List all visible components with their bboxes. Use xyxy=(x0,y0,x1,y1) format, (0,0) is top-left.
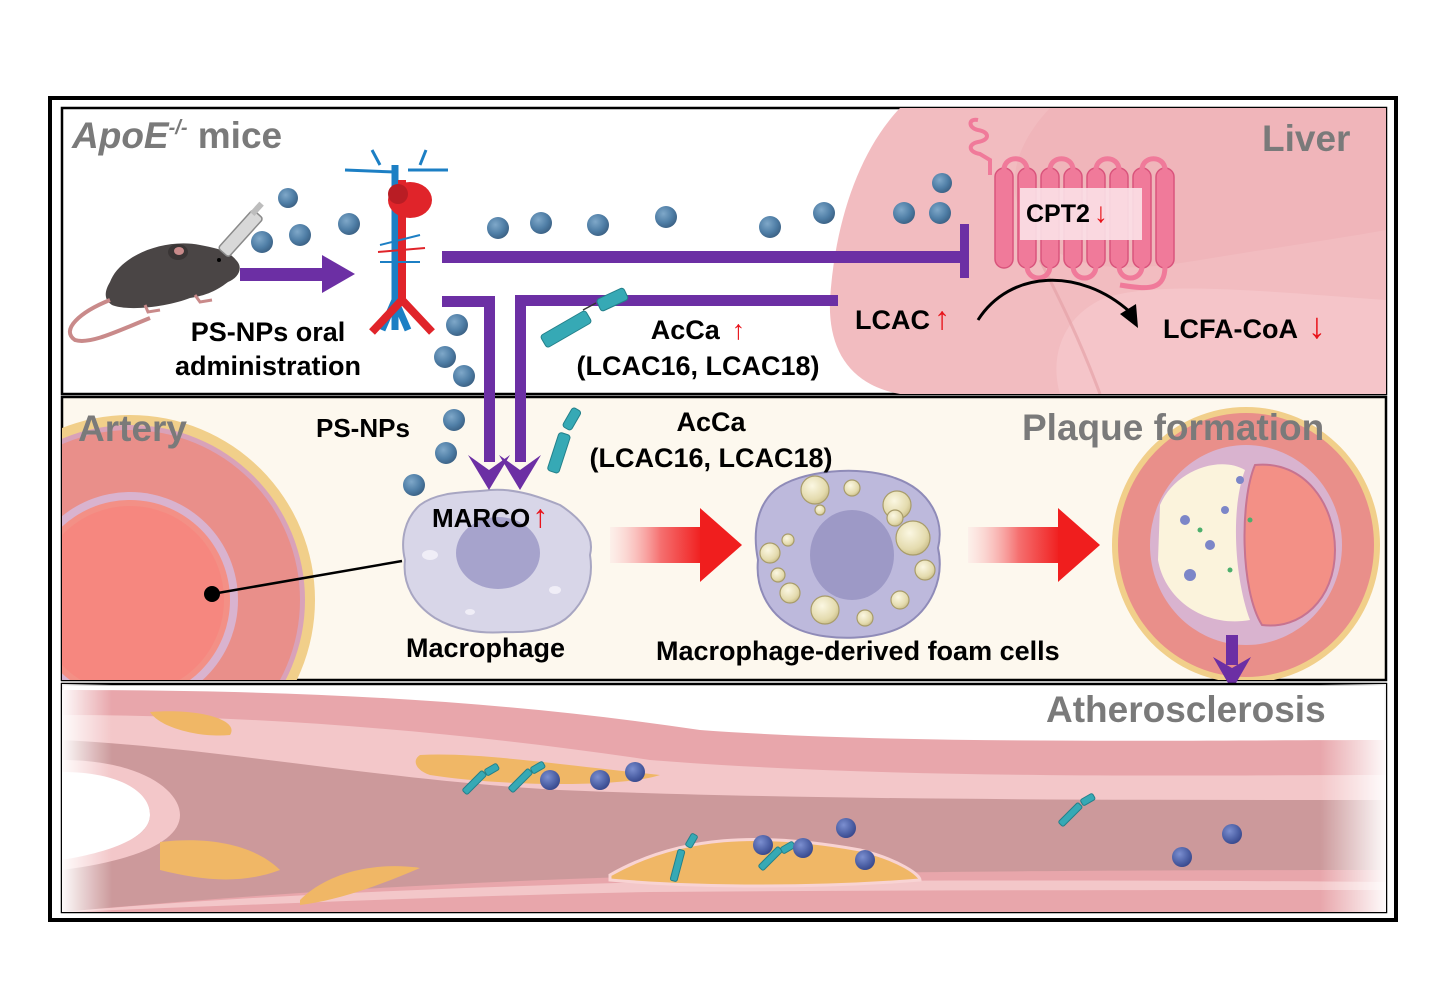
purple-arrow-down xyxy=(1226,635,1238,665)
marco-label: MARCO↑ xyxy=(432,498,548,535)
macrophage-label: Macrophage xyxy=(406,633,566,663)
purple-arrows-top xyxy=(240,224,969,307)
apoe-label: ApoE xyxy=(72,115,169,156)
pointer-line xyxy=(211,559,403,596)
panel-title-liver: Liver xyxy=(1262,118,1351,159)
acylcarnitine-molecule-icon-2 xyxy=(547,407,582,474)
lcac-text: LCAC xyxy=(855,305,930,335)
lcfa-coa-label: LCFA-CoA ↓ xyxy=(1163,305,1326,347)
pointer-dot xyxy=(204,586,220,602)
foam-cell-icon xyxy=(754,469,941,639)
panel-top xyxy=(60,106,1388,396)
lcac-label: LCAC↑ xyxy=(855,300,950,337)
oral-administration-label: PS-NPs oral administration xyxy=(148,315,388,383)
red-arrow-1 xyxy=(610,508,742,582)
panel-bottom xyxy=(60,682,1388,914)
nanoparticles-middle xyxy=(403,409,465,496)
acca-top-line-2: (LCAC16, LCAC18) xyxy=(576,351,820,381)
acca-up-arrow-icon: ↑ xyxy=(731,315,746,345)
purple-arrows-to-macrophage xyxy=(468,295,1251,690)
panel-title-apoe-mice: ApoE-/- mice xyxy=(72,115,282,157)
acca-mid-line-1: AcCa xyxy=(676,407,746,437)
marco-up-arrow-icon: ↑ xyxy=(532,498,549,534)
acca-top-label: AcCa ↑ (LCAC16, LCAC18) xyxy=(548,312,848,384)
artery-cross-section-icon xyxy=(62,415,315,680)
ps-nps-label: PS-NPs xyxy=(316,413,410,443)
conversion-arrow-icon xyxy=(976,278,1138,328)
syringe-icon xyxy=(218,201,264,257)
nanoparticles-top xyxy=(251,173,952,387)
cpt2-down-arrow-icon: ↓ xyxy=(1093,197,1108,228)
macrophage-icon xyxy=(402,488,592,634)
mouse-icon xyxy=(67,243,240,343)
cpt2-label: CPT2↓ xyxy=(1026,197,1108,229)
oral-line-2: administration xyxy=(174,351,362,381)
foam-cells-label: Macrophage-derived foam cells xyxy=(656,636,1060,666)
outer-frame xyxy=(48,96,1398,922)
plaque-artery-icon xyxy=(1112,407,1380,680)
panel-title-plaque-formation: Plaque formation xyxy=(1022,407,1325,448)
acylcarnitine-molecule-icon xyxy=(540,287,629,348)
atherosclerotic-vessel-icon xyxy=(62,684,1386,912)
acca-top-line-1: AcCa xyxy=(650,315,720,345)
cpt2-membrane-protein-icon xyxy=(968,117,1175,291)
mice-label: mice xyxy=(187,115,283,156)
panel-title-atherosclerosis: Atherosclerosis xyxy=(1046,689,1326,730)
lcfa-down-arrow-icon: ↓ xyxy=(1307,305,1326,346)
acca-middle-label: AcCa (LCAC16, LCAC18) xyxy=(556,404,866,476)
cpt2-text: CPT2 xyxy=(1026,200,1090,228)
red-arrow-2 xyxy=(968,508,1100,582)
lcac-up-arrow-icon: ↑ xyxy=(934,300,950,336)
oral-line-1: PS-NPs oral xyxy=(190,317,346,347)
acca-mid-line-2: (LCAC16, LCAC18) xyxy=(589,443,833,473)
apoe-knockout-superscript: -/- xyxy=(168,117,188,139)
lcfa-coa-text: LCFA-CoA xyxy=(1163,314,1298,344)
panel-title-artery: Artery xyxy=(78,408,187,449)
panel-middle xyxy=(60,395,1388,682)
marco-text: MARCO xyxy=(432,503,531,533)
vascular-system-icon xyxy=(344,149,448,335)
